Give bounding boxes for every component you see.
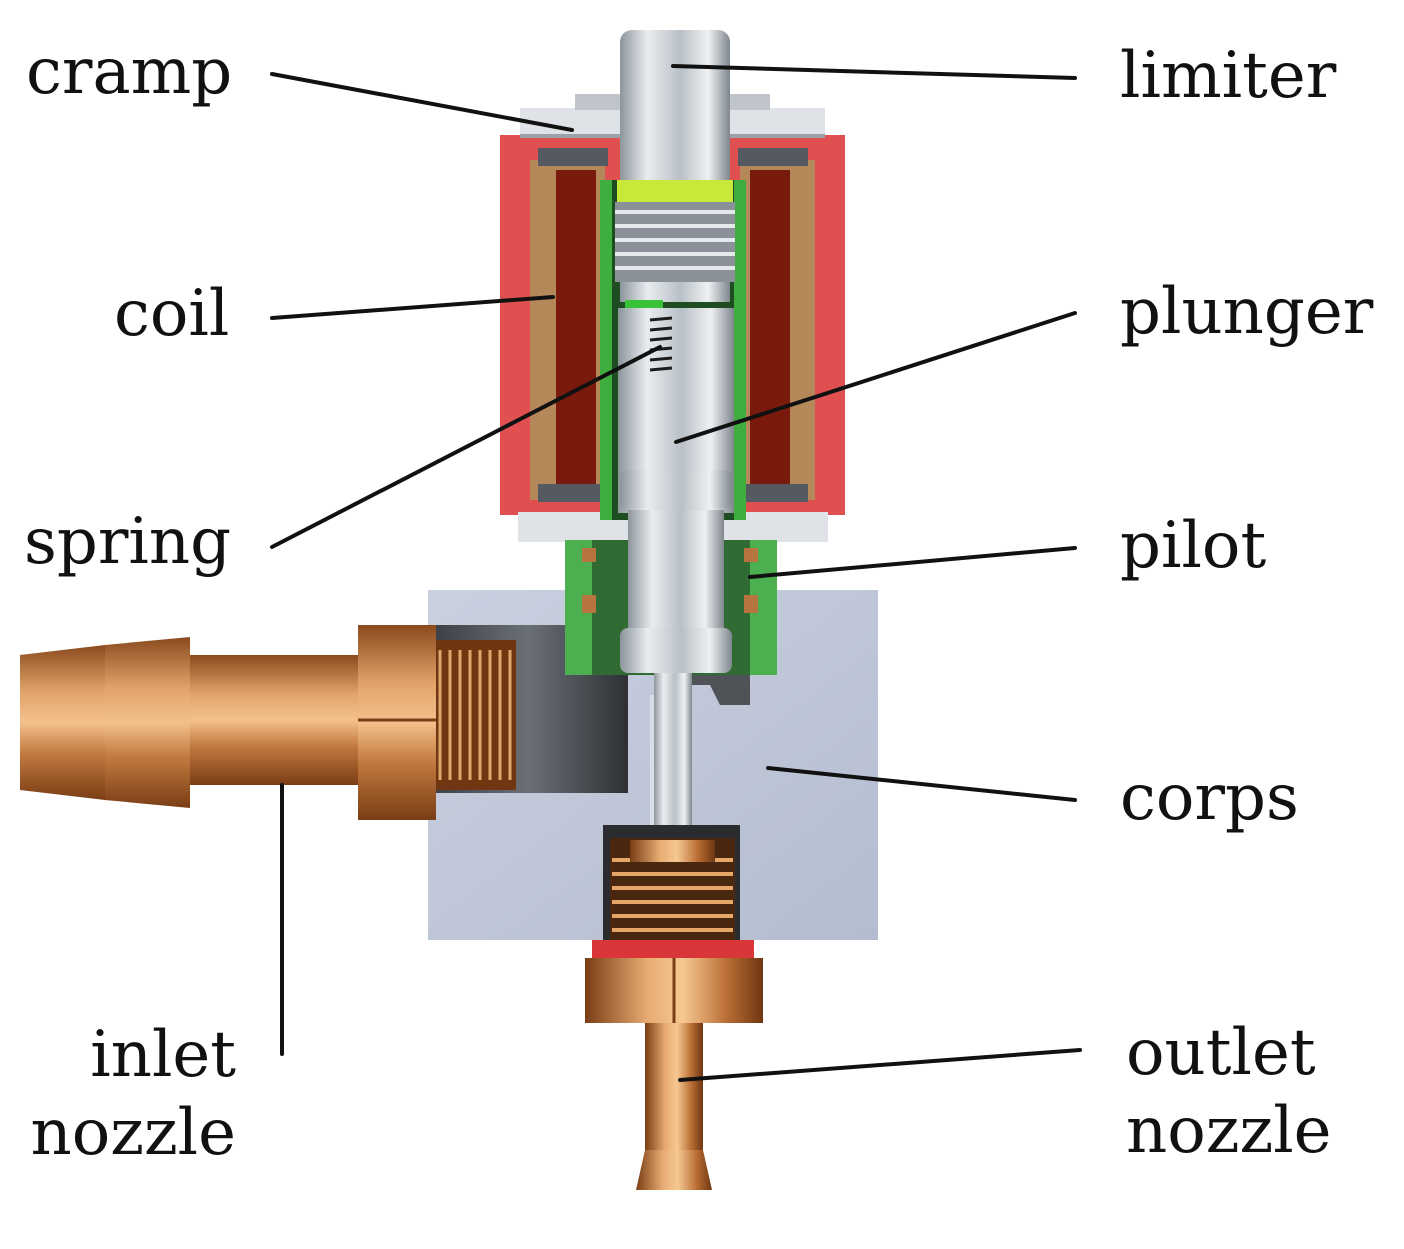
label-outlet-line1: outlet [1126,1016,1316,1090]
limiter-rod [620,30,730,190]
label-limiter: limiter [1120,39,1337,113]
inlet-thread [438,650,512,780]
leader-outlet [678,1048,1082,1082]
inlet-nozzle [20,625,516,820]
leader-spring [270,345,662,549]
leader-pilot [748,546,1077,579]
spring-coil [649,316,673,372]
label-spring: spring [24,505,232,579]
label-outlet-nozzle: outlet nozzle [1126,1014,1332,1170]
leader-lines [270,64,1082,1082]
label-corps: corps [1120,761,1299,835]
label-pilot: pilot [1120,509,1267,583]
label-inlet-nozzle: inlet nozzle [26,1016,236,1172]
label-coil: coil [114,277,230,351]
leader-cramp [270,72,574,132]
leader-limiter [671,64,1077,80]
leader-coil [270,295,555,320]
outlet-nozzle [585,838,763,1190]
leader-corps [766,766,1077,802]
leader-plunger [674,311,1077,444]
label-outlet-line2: nozzle [1126,1094,1332,1169]
limiter-thread [615,202,735,282]
plunger-stack [615,30,735,825]
label-plunger: plunger [1120,275,1374,349]
label-inlet-line1: inlet [90,1018,236,1092]
valve-stem [654,673,692,825]
label-cramp: cramp [26,35,233,109]
label-inlet-line2: nozzle [30,1096,236,1171]
